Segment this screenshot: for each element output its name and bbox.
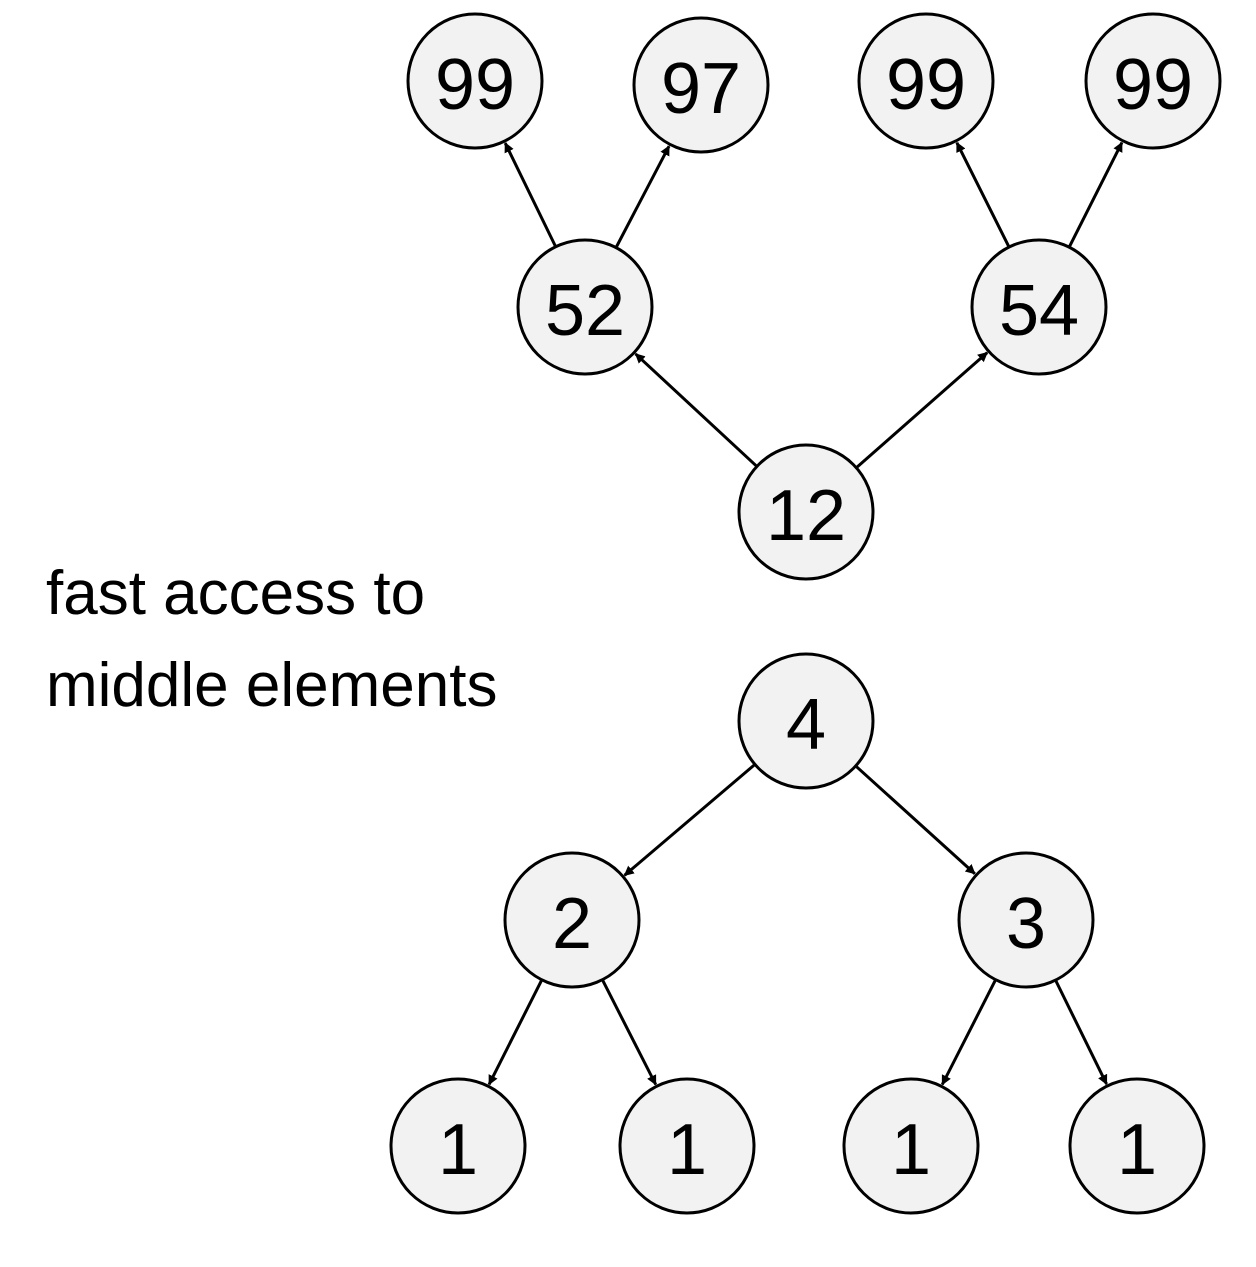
bottom-edge-root-to-1 [854, 764, 976, 875]
bottom-level2-node-0-circle [389, 1077, 527, 1215]
bottom-edge-l1-to-l2-2 [940, 979, 997, 1086]
top-level2-node-2: 99 [857, 12, 995, 150]
top-level2-node-3-label: 99 [1113, 45, 1193, 125]
top-root-node: 12 [737, 443, 875, 581]
bottom-edge-l1-to-l2-3 [1054, 979, 1108, 1085]
nodes-layer: 12 52 54 99 97 99 99 4 2 3 1 1 1 1 [389, 12, 1222, 1215]
bottom-level2-node-0-label: 1 [438, 1110, 478, 1190]
bottom-edge-root-to-0 [623, 763, 756, 877]
top-level2-node-2-label: 99 [886, 45, 966, 125]
bottom-level2-node-3: 1 [1068, 1077, 1206, 1215]
top-level1-node-1: 54 [970, 238, 1108, 376]
top-level1-node-0-label: 52 [545, 271, 625, 351]
bottom-level1-node-1-label: 3 [1006, 884, 1046, 964]
top-level2-node-1-label: 97 [661, 49, 741, 129]
bottom-root-node: 4 [737, 652, 875, 790]
bottom-level1-node-0: 2 [503, 851, 641, 989]
top-level2-node-3: 99 [1084, 12, 1222, 150]
top-edge-root-to-0 [634, 352, 758, 468]
caption-line-2: middle elements [46, 651, 498, 720]
top-edge-root-to-1 [855, 351, 989, 469]
top-root-node-label: 12 [766, 476, 846, 556]
bottom-edge-l1-to-l2-0 [487, 979, 544, 1086]
bottom-level2-node-1-label: 1 [667, 1110, 707, 1190]
edges-layer [487, 141, 1124, 1086]
top-edge-l1-to-l2-2 [955, 141, 1011, 248]
bottom-level1-node-0-circle [503, 851, 641, 989]
bottom-level2-node-2: 1 [842, 1077, 980, 1215]
bottom-level2-node-1: 1 [618, 1077, 756, 1215]
caption: fast access to middle elements [46, 548, 497, 732]
top-level2-node-1: 97 [632, 16, 770, 154]
top-level2-node-0-circle [406, 12, 544, 150]
top-level1-node-0: 52 [516, 238, 654, 376]
bottom-root-node-circle [737, 652, 875, 790]
top-level2-node-1-circle [632, 16, 770, 154]
top-level2-node-2-circle [857, 12, 995, 150]
top-level1-node-0-circle [516, 238, 654, 376]
bottom-root-node-label: 4 [786, 685, 826, 765]
bottom-level1-node-1-circle [957, 851, 1095, 989]
top-root-node-circle [737, 443, 875, 581]
top-level1-node-1-circle [970, 238, 1108, 376]
bottom-level1-node-1: 3 [957, 851, 1095, 989]
bottom-level2-node-2-label: 1 [891, 1110, 931, 1190]
bottom-level2-node-3-circle [1068, 1077, 1206, 1215]
top-level2-node-3-circle [1084, 12, 1222, 150]
bottom-level2-node-1-circle [618, 1077, 756, 1215]
top-level2-node-0-label: 99 [435, 45, 515, 125]
bottom-level1-node-0-label: 2 [552, 884, 592, 964]
top-level2-node-0: 99 [406, 12, 544, 150]
bottom-edge-l1-to-l2-1 [601, 979, 658, 1086]
bottom-level2-node-0: 1 [389, 1077, 527, 1215]
caption-line-1: fast access to [46, 559, 426, 628]
top-level1-node-1-label: 54 [999, 271, 1079, 351]
bottom-level2-node-3-label: 1 [1117, 1110, 1157, 1190]
top-edge-l1-to-l2-1 [614, 145, 671, 249]
top-edge-l1-to-l2-0 [503, 142, 558, 248]
top-edge-l1-to-l2-3 [1067, 141, 1124, 248]
bottom-level2-node-2-circle [842, 1077, 980, 1215]
